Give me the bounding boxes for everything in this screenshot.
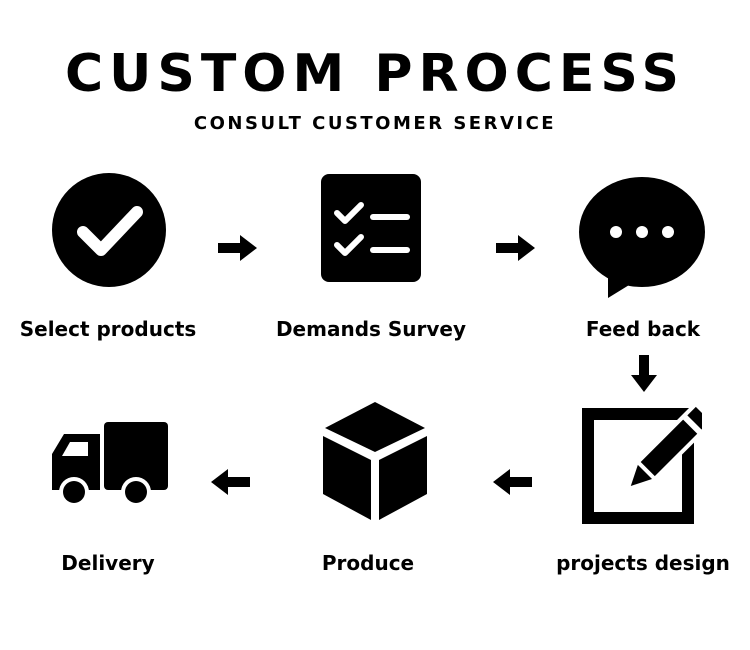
step-label-produce: Produce [321, 551, 415, 575]
truck-icon [52, 422, 168, 507]
check-circle-icon [52, 173, 166, 287]
step-label-demands-survey: Demands Survey [275, 317, 467, 341]
step-label-select-products: Select products [19, 317, 197, 341]
step-label-delivery: Delivery [61, 551, 155, 575]
page-title: CUSTOM PROCESS [65, 44, 685, 104]
step-label-feed-back: Feed back [585, 317, 701, 341]
arrow-right-icon [496, 235, 535, 261]
arrow-left-icon [211, 469, 250, 495]
arrow-down-icon [631, 355, 657, 392]
checklist-icon [321, 174, 421, 282]
step-label-projects-design: projects design [556, 551, 730, 575]
speech-bubble-icon [579, 177, 705, 298]
page-subtitle: CONSULT CUSTOMER SERVICE [193, 113, 557, 134]
box-icon [323, 402, 427, 520]
arrow-right-icon [218, 235, 257, 261]
arrow-left-icon [493, 469, 532, 495]
pencil-edit-icon [582, 402, 702, 524]
